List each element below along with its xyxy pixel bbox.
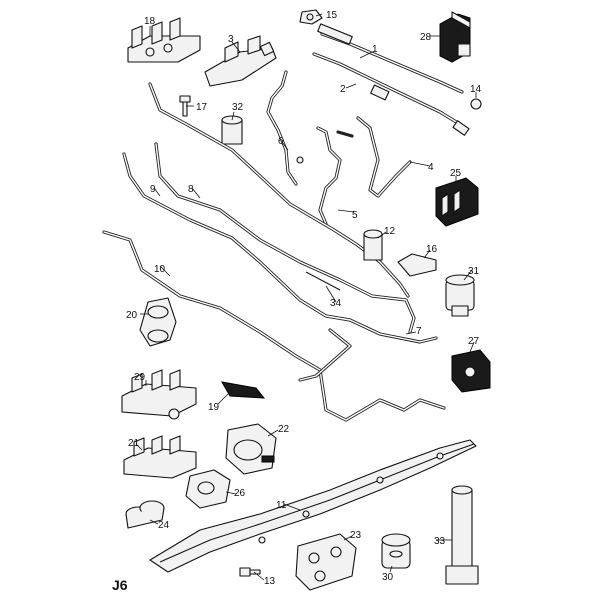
- part-15-clip: [299, 9, 323, 25]
- label-6: 6: [278, 136, 284, 147]
- label-25: 25: [450, 168, 462, 179]
- part-29-clip: [121, 369, 197, 420]
- part-13-bolt: [239, 567, 261, 577]
- part-1-rod: [317, 23, 464, 94]
- label-20: 20: [126, 310, 138, 321]
- callout-labels: 1 2 3 4 5 6 7 8 9 10 11 12 13 14 15 16 1…: [126, 10, 482, 587]
- part-16-clip: [397, 253, 437, 277]
- part-7-pipe: [148, 82, 410, 298]
- part-14-ring: [470, 98, 482, 110]
- part-4-pipe: [356, 116, 412, 198]
- label-22: 22: [278, 424, 290, 435]
- label-33: 33: [434, 536, 446, 547]
- part-17-bolt: [179, 95, 191, 117]
- label-8: 8: [188, 184, 194, 195]
- part-22-clamp: [225, 423, 277, 475]
- part-31-fitting: [445, 274, 475, 317]
- label-34: 34: [330, 298, 342, 309]
- label-2: 2: [340, 84, 346, 95]
- part-32-sleeve: [221, 115, 243, 145]
- label-15: 15: [326, 10, 338, 21]
- part-6-pipe: [266, 70, 304, 186]
- label-16: 16: [426, 244, 438, 255]
- part-10-pipe: [102, 230, 446, 422]
- label-31: 31: [468, 266, 480, 277]
- part-24-clip: [125, 500, 165, 529]
- label-3: 3: [228, 34, 234, 45]
- label-14: 14: [470, 84, 482, 95]
- label-24: 24: [158, 520, 170, 531]
- part-9-pipe: [122, 152, 438, 344]
- label-27: 27: [468, 336, 480, 347]
- label-1: 1: [372, 44, 378, 55]
- part-8-pipe: [154, 142, 416, 334]
- label-18: 18: [144, 16, 156, 27]
- label-13: 13: [264, 576, 276, 587]
- part-2-rod: [312, 52, 470, 136]
- label-32: 32: [232, 102, 244, 113]
- part-5-pipe: [316, 126, 354, 226]
- part-3-clip: [204, 35, 277, 87]
- label-23: 23: [350, 530, 362, 541]
- label-30: 30: [382, 572, 394, 583]
- label-19: 19: [208, 402, 220, 413]
- label-11: 11: [276, 500, 287, 511]
- label-28: 28: [420, 32, 432, 43]
- part-20-clip: [139, 297, 177, 347]
- part-12-nut: [363, 229, 383, 261]
- label-7: 7: [416, 326, 422, 337]
- label-17: 17: [196, 102, 208, 113]
- label-29: 29: [134, 372, 146, 383]
- part-26-clip: [185, 469, 231, 509]
- part-33-socket: [445, 485, 479, 585]
- part-19-clip: [221, 381, 266, 399]
- label-26: 26: [234, 488, 246, 499]
- part-25-connector: [435, 177, 479, 227]
- part-21-clip: [123, 435, 197, 479]
- label-21: 21: [128, 438, 140, 449]
- label-10: 10: [154, 264, 166, 275]
- label-9: 9: [150, 184, 156, 195]
- part-27-block: [451, 349, 491, 393]
- part-30-socket: [381, 533, 411, 569]
- leader-lines: [135, 13, 477, 581]
- label-12: 12: [384, 226, 396, 237]
- part-18-clip: [127, 17, 201, 63]
- label-5: 5: [352, 210, 358, 221]
- label-4: 4: [428, 162, 434, 173]
- part-28-block: [439, 11, 471, 63]
- part-34-rod: [305, 271, 341, 291]
- part-23-fitting: [295, 533, 357, 591]
- part-11-rail: [149, 439, 477, 573]
- diagram-code: J6: [112, 577, 128, 593]
